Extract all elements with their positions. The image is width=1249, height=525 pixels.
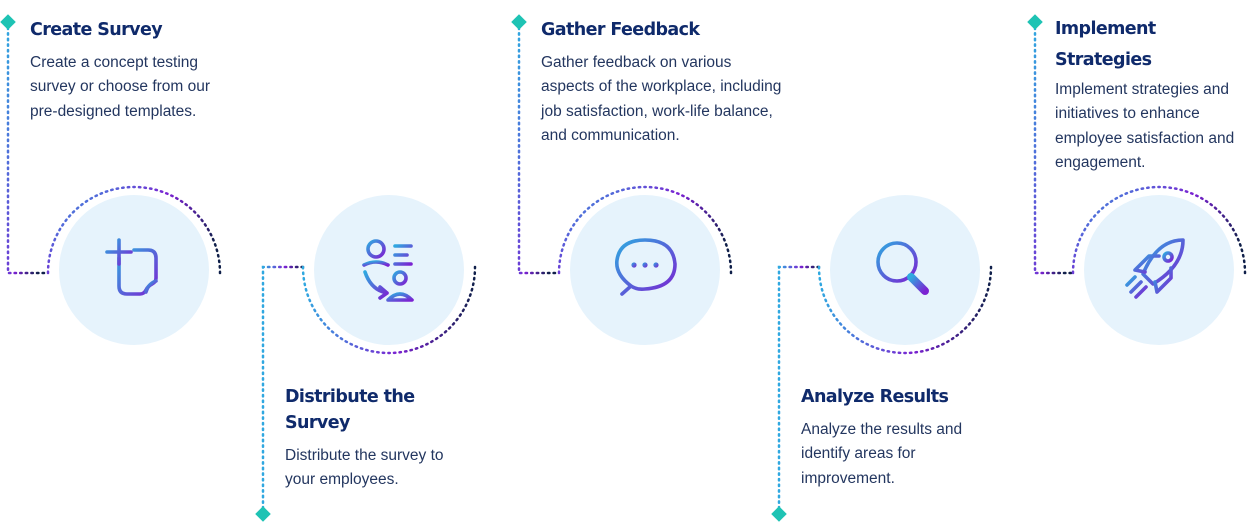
dotted-arc	[557, 185, 733, 275]
create-survey-icon	[105, 238, 158, 296]
leader-line	[1033, 20, 1075, 275]
leader-line	[261, 265, 305, 516]
dotted-arc	[46, 185, 222, 275]
step-title: Implement Strategies	[1055, 19, 1156, 70]
step-title: Create Survey	[30, 20, 163, 40]
chat-icon	[614, 238, 677, 296]
diamond-marker	[255, 506, 271, 522]
step-graphic	[0, 14, 222, 345]
dotted-arc	[301, 265, 477, 355]
step-text: Implement Strategies Implement strategie…	[1055, 14, 1249, 175]
leader-line	[777, 265, 821, 516]
dotted-arc	[817, 265, 993, 355]
diamond-marker	[771, 506, 787, 522]
icon-circle	[830, 195, 980, 345]
icon-circle	[1084, 195, 1234, 345]
search-icon	[876, 241, 929, 295]
step-text: Gather Feedback Gather feedback on vario…	[541, 17, 786, 148]
step-graphic	[771, 195, 993, 522]
icon-circle	[570, 195, 720, 345]
icon-circle	[59, 195, 209, 345]
step-text: Distribute the Survey Distribute the sur…	[285, 384, 470, 493]
step-title: Analyze Results	[801, 387, 949, 407]
step-description: Create a concept testing survey or choos…	[30, 54, 211, 120]
step-title: Distribute the Survey	[285, 387, 415, 433]
step-description: Analyze the results and identify areas f…	[801, 421, 963, 487]
step-text: Create Survey Create a concept testing s…	[30, 17, 225, 124]
step-description: Distribute the survey to your employees.	[285, 447, 444, 489]
diamond-marker	[0, 14, 16, 30]
step-description: Gather feedback on various aspects of th…	[541, 54, 782, 144]
leader-line	[517, 20, 561, 275]
step-text: Analyze Results Analyze the results and …	[801, 384, 991, 491]
dotted-arc	[1071, 185, 1247, 275]
step-graphic	[511, 14, 733, 345]
step-description: Implement strategies and initiatives to …	[1055, 81, 1235, 171]
distribute-icon	[362, 239, 414, 302]
rocket-icon	[1125, 238, 1185, 299]
step-graphic	[255, 195, 477, 522]
icon-circle	[314, 195, 464, 345]
step-graphic	[1027, 14, 1247, 345]
diamond-marker	[1027, 14, 1043, 30]
leader-line	[6, 20, 50, 275]
step-title: Gather Feedback	[541, 20, 700, 40]
diamond-marker	[511, 14, 527, 30]
